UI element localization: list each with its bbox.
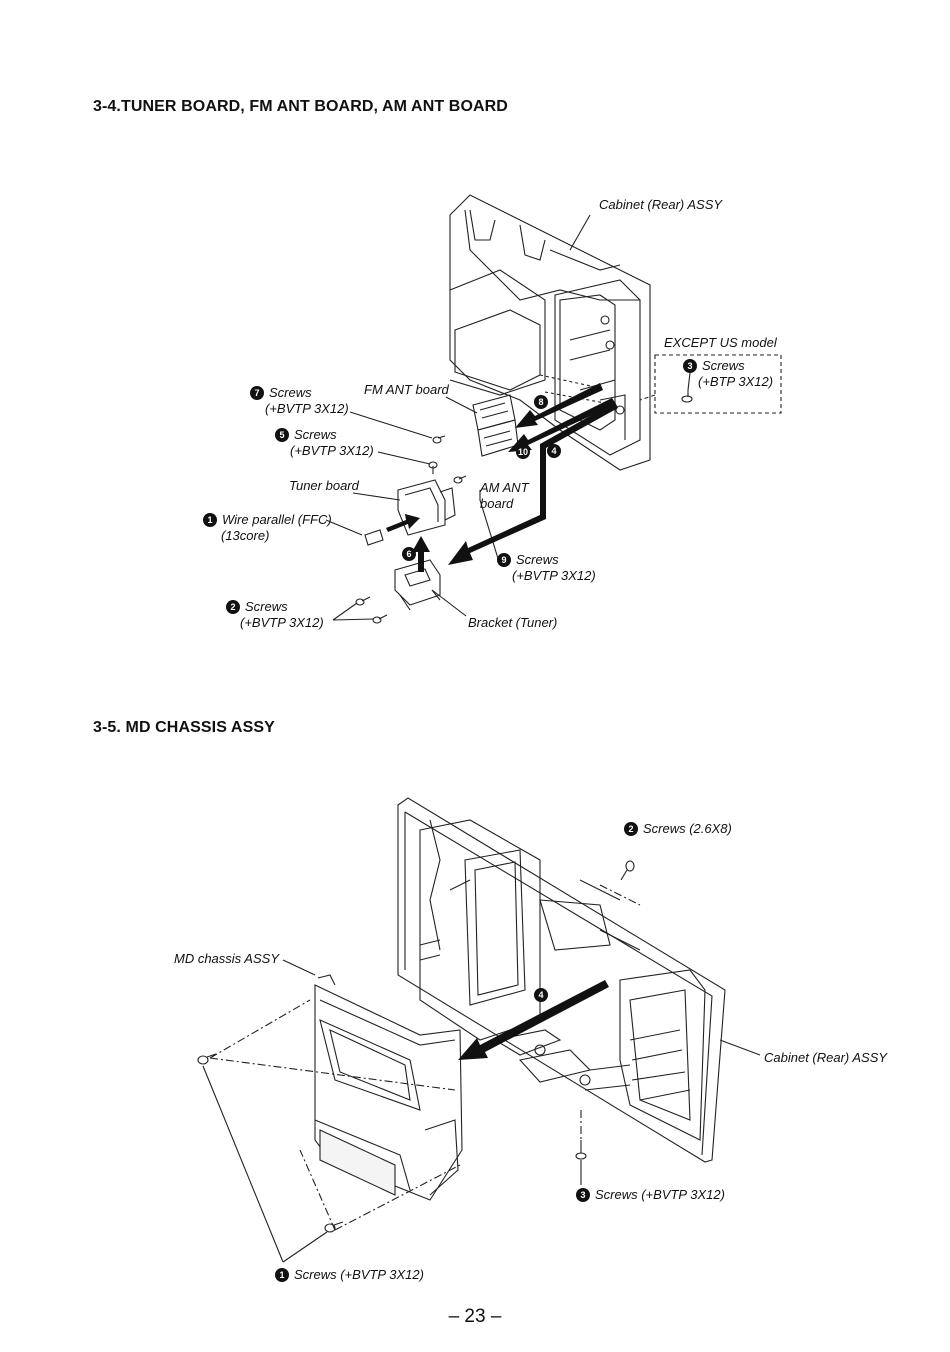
label-cabinet-rear-assy: Cabinet (Rear) ASSY	[599, 197, 723, 212]
step-badge-6: 6	[402, 547, 416, 561]
label-screws-7-spec: (+BVTP 3X12)	[265, 401, 349, 416]
step-badge: 1	[203, 513, 217, 527]
step-badge-8: 8	[534, 395, 548, 409]
label-screws-5-spec: (+BVTP 3X12)	[290, 443, 374, 458]
label-wire-13core: (13core)	[221, 528, 270, 543]
step-badge: 9	[497, 553, 511, 567]
step-badge-4-md: 4	[534, 988, 548, 1002]
step-badge: 5	[275, 428, 289, 442]
label-tuner-board: Tuner board	[289, 478, 359, 493]
label-md-chassis-assy: MD chassis ASSY	[174, 951, 279, 966]
label-fm-ant-board: FM ANT board	[364, 382, 449, 397]
step-badge: 2	[226, 600, 240, 614]
label-cabinet-rear-assy-2: Cabinet (Rear) ASSY	[764, 1050, 888, 1065]
label-bracket-tuner: Bracket (Tuner)	[468, 615, 558, 630]
label-screws-3-spec: (+BTP 3X12)	[698, 374, 774, 389]
label-screws-9-spec: (+BVTP 3X12)	[512, 568, 596, 583]
step-badge: 3	[576, 1188, 590, 1202]
step-badge: 1	[275, 1268, 289, 1282]
label-am-ant-board-2: board	[480, 496, 514, 511]
label-screws-2-spec: (+BVTP 3X12)	[240, 615, 324, 630]
step-badge: 2	[624, 822, 638, 836]
step-badge-4: 4	[547, 444, 561, 458]
section-title-3-5: 3-5. MD CHASSIS ASSY	[93, 719, 275, 736]
label-except-us-model: EXCEPT US model	[664, 335, 777, 350]
label-am-ant-board-1: AM ANT	[480, 480, 529, 495]
step-badge: 3	[683, 359, 697, 373]
step-badge-10: 10	[516, 445, 530, 459]
section-title-3-4: 3-4.TUNER BOARD, FM ANT BOARD, AM ANT BO…	[93, 98, 508, 115]
step-badge: 7	[250, 386, 264, 400]
page-number: – 23 –	[448, 1306, 502, 1327]
